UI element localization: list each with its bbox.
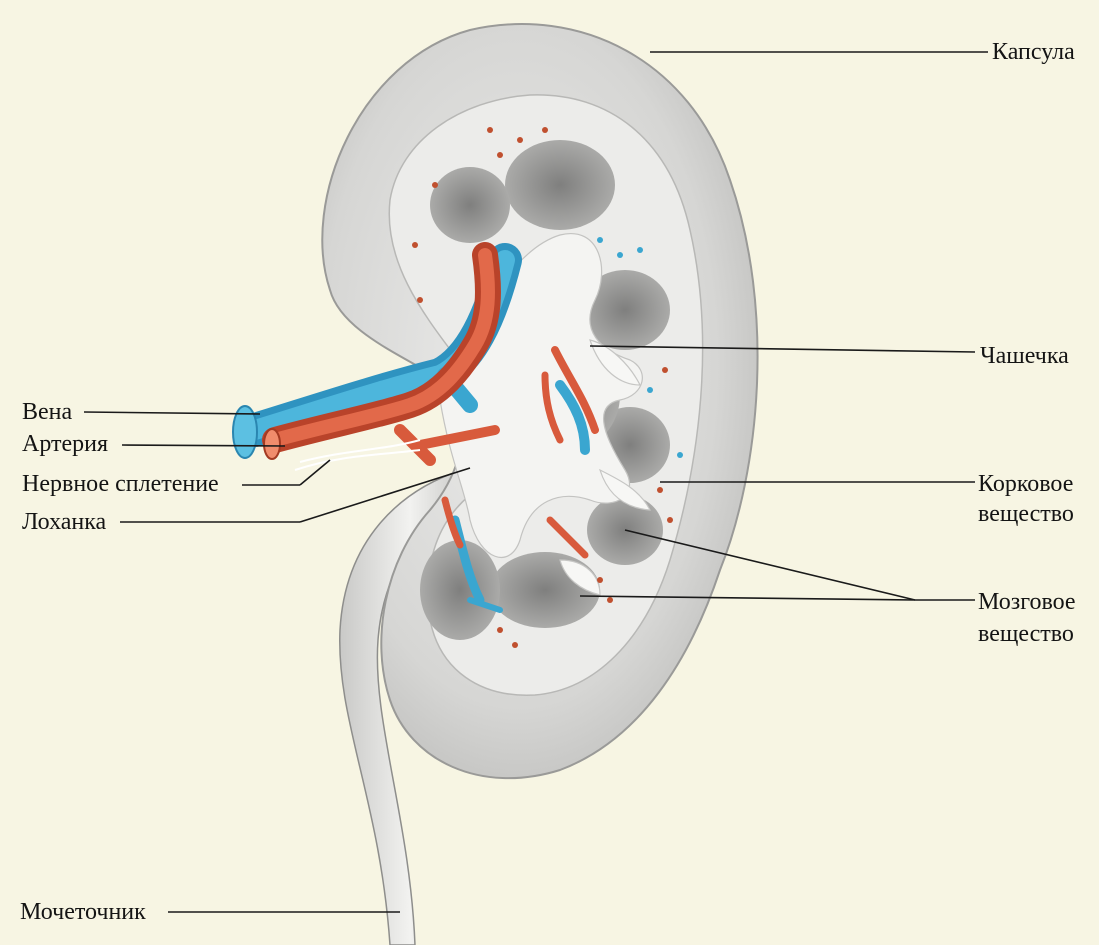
label-ureter: Мочеточник bbox=[20, 898, 146, 926]
artery-opening bbox=[264, 429, 280, 459]
label-medulla-line2: вещество bbox=[978, 620, 1074, 648]
label-artery: Артерия bbox=[22, 430, 108, 458]
label-calyx: Чашечка bbox=[980, 342, 1069, 370]
label-nerve-plexus: Нервное сплетение bbox=[22, 470, 219, 498]
label-medulla-line1: Мозговое bbox=[978, 588, 1076, 616]
label-vein: Вена bbox=[22, 398, 72, 426]
nerve-plexus bbox=[295, 440, 420, 470]
label-capsule: Капсула bbox=[992, 38, 1075, 66]
label-pelvis: Лоханка bbox=[22, 508, 106, 536]
label-cortex-line2: вещество bbox=[978, 500, 1074, 528]
label-cortex-line1: Корковое bbox=[978, 470, 1073, 498]
